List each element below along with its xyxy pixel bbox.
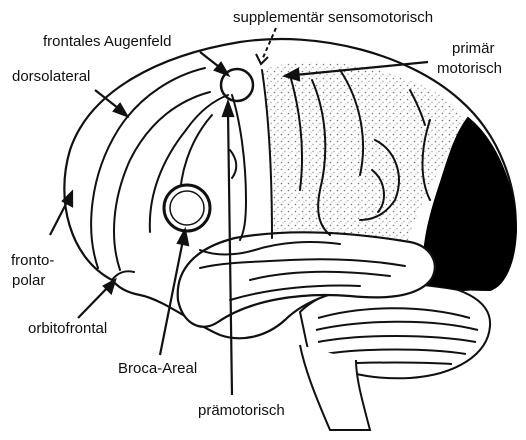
label-premotor: prämotorisch (198, 402, 285, 419)
label-primary-line1: primär (452, 40, 495, 57)
label-orbitofrontal: orbitofrontal (28, 320, 107, 337)
label-frontopolar-line1: fronto- (11, 252, 54, 269)
label-frontal-eye-field: frontales Augenfeld (43, 33, 171, 50)
label-supplementary: supplementär sensomotorisch (233, 9, 433, 26)
label-dorsolateral: dorsolateral (12, 68, 90, 85)
label-frontopolar-line2: polar (12, 272, 45, 289)
broca-area-circle (164, 185, 210, 231)
label-primary-line2: motorisch (437, 60, 502, 77)
label-broca: Broca-Areal (118, 360, 197, 377)
